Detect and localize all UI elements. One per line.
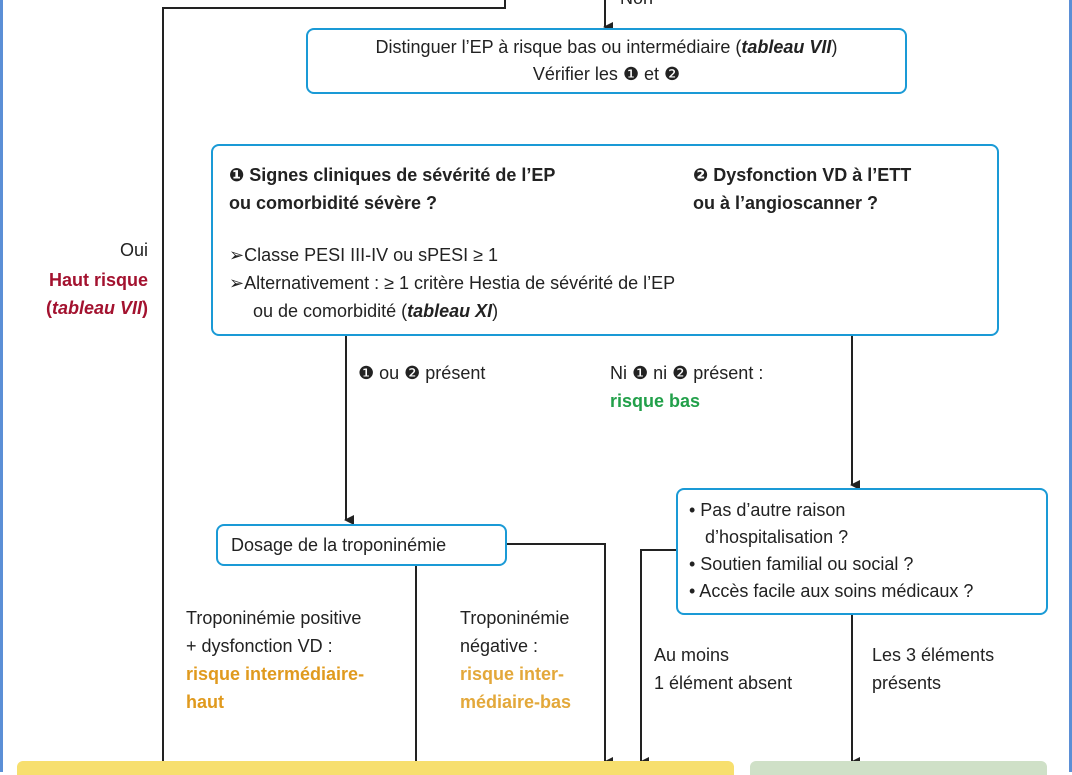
distinguish-line1: Distinguer l’EP à risque bas ou interméd… [375,37,838,57]
checklist-item-3: • Accès facile aux soins médicaux ? [689,581,974,601]
les-3-line1: Les 3 éléments [872,645,995,665]
connector-trop-negative [506,543,613,767]
high-risk-label: Haut risque [48,270,148,290]
troponin-box: Dosage de la troponinémie [216,524,507,566]
trop-positive-line1: Troponinémie positive [186,608,362,628]
intermediate-high-risk-1: risque intermédiaire- [186,664,365,684]
low-risk-label: risque bas [610,391,701,411]
au-moins-line2: 1 élément absent [654,673,793,693]
les-3-line2: présents [872,673,942,693]
criterion-1-line1: ❶ Signes cliniques de sévérité de l’EP [229,165,556,185]
criterion-1-line2: ou comorbidité sévère ? [229,193,438,213]
connector-au-moins [639,549,678,767]
checklist-item-1: • Pas d’autre raison [689,500,846,520]
branch-present-label: ❶ ou ❷ présent [358,363,486,383]
criteria-box: ❶ Signes cliniques de sévérité de l’EP o… [211,144,999,336]
oui-label: Oui [119,240,148,260]
criteria-item-hestia: ➢Alternativement : ≥ 1 critère Hestia de… [229,273,676,293]
trop-negative-line1: Troponinémie [460,608,570,628]
frame-right-border [1069,0,1072,772]
checklist-item-2: • Soutien familial ou social ? [689,554,914,574]
high-risk-ref: (tableau VII) [45,298,148,318]
intermediate-low-risk-1: risque inter- [460,664,565,684]
intermediate-high-risk-2: haut [186,692,224,712]
trop-positive-line2: + dysfonction VD : [186,636,333,656]
table-ref: tableau VII [741,37,832,57]
connector-oui-high-risk [162,0,506,772]
hospitalisation-band [17,761,734,775]
branch-absent-label: Ni ❶ ni ❷ présent : [610,363,764,383]
outpatient-band [750,761,1047,775]
intermediate-low-risk-2: médiaire-bas [460,692,572,712]
criterion-2-line1: ❷ Dysfonction VD à l’ETT [693,165,912,185]
criterion-2-line2: ou à l’angioscanner ? [693,193,879,213]
criteria-item-pesi: ➢Classe PESI III-IV ou sPESI ≥ 1 [229,245,499,265]
au-moins-line1: Au moins [654,645,730,665]
distinguish-risk-box: Distinguer l’EP à risque bas ou interméd… [306,28,907,94]
distinguish-line2: Vérifier les ❶ et ❷ [532,64,681,84]
checklist-item-1-cont: d’hospitalisation ? [705,527,849,547]
trop-negative-line2: négative : [460,636,539,656]
checklist-box: • Pas d’autre raison d’hospitalisation ?… [676,488,1048,615]
frame-left-border [0,0,3,772]
top-label-partial: Non [620,0,653,12]
criteria-item-comorbidity: ou de comorbidité (tableau XI) [253,301,499,321]
